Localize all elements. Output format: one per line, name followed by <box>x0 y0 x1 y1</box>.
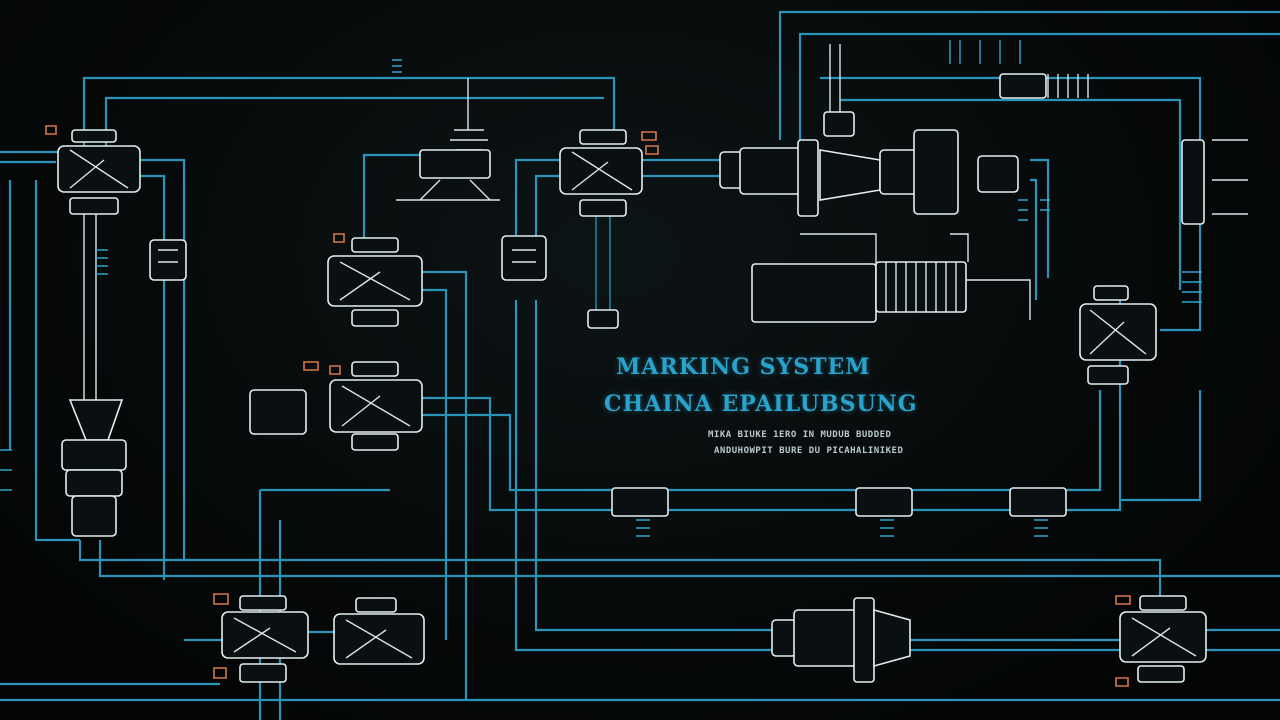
pipe-left-riser <box>140 158 186 560</box>
heat-exchanger <box>751 233 1031 323</box>
tag-marker-3 <box>333 233 345 243</box>
diagram-note-2: ANDUHOWPIT BURE DU PICAHALINIKED <box>714 446 904 456</box>
pipe-center-right <box>420 288 1122 512</box>
pipe-top-loop <box>82 76 616 150</box>
gauge-center <box>501 235 547 281</box>
pipe-center-down-2 <box>420 288 448 640</box>
gauge-left <box>149 239 187 281</box>
pipe-right-loop-2 <box>840 98 1182 290</box>
valve-bottom-mid <box>333 597 425 665</box>
diagram-title: MARKING SYSTEM <box>616 354 871 380</box>
pipe-top-inner <box>104 96 604 150</box>
valve-left-top <box>57 129 141 400</box>
pump-right <box>719 129 1019 217</box>
pipe-center-mid <box>514 158 560 235</box>
pipe-network <box>0 10 1280 720</box>
pipe-tick-marks <box>0 40 1202 537</box>
diagram-note-1: MIKA BIUKE 1ERO IN MUDUB BUDDED <box>708 430 892 440</box>
tag-marker-6 <box>1115 595 1131 687</box>
valve-center-top <box>559 129 643 329</box>
pipe-bottom-run-2 <box>98 540 1280 578</box>
valve-left-bottom <box>61 399 127 537</box>
pipe-far-left-2 <box>34 180 80 542</box>
pipe-center-down <box>420 270 468 700</box>
valve-right <box>1079 285 1157 385</box>
filter-right <box>823 44 1089 137</box>
valve-bottom-left <box>221 595 309 683</box>
vent-top-center <box>396 78 500 201</box>
pipe-right-return <box>1120 390 1202 502</box>
pipe-top-right-2 <box>798 32 1280 140</box>
valve-bottom-right <box>1119 595 1207 683</box>
pipe-center-bottom <box>514 300 1280 652</box>
pipe-center-mid-2 <box>534 174 560 240</box>
pipe-center-right-2 <box>420 390 1102 492</box>
pipe-bottom-run <box>78 540 1162 600</box>
diagram-subtitle: CHAINA EPAILUBSUNG <box>604 391 918 417</box>
pipe-center-bottom-2 <box>534 300 780 632</box>
pump-bottom <box>771 597 911 683</box>
pipe-left-riser-2 <box>140 174 166 580</box>
pipe-center-top <box>362 153 420 240</box>
pipe-right-drop <box>1030 158 1050 278</box>
valve-center-low <box>249 361 423 451</box>
valve-center-mid <box>327 237 423 327</box>
pipe-top-right <box>778 10 1280 140</box>
fittings-mid-run <box>611 487 1067 517</box>
pipe-right-drop-2 <box>1030 178 1038 300</box>
tag-marker-4 <box>303 361 341 375</box>
control-box-right <box>1181 139 1248 225</box>
tag-marker-2 <box>641 131 659 155</box>
tag-marker-5 <box>213 593 229 679</box>
tag-marker <box>45 125 57 135</box>
